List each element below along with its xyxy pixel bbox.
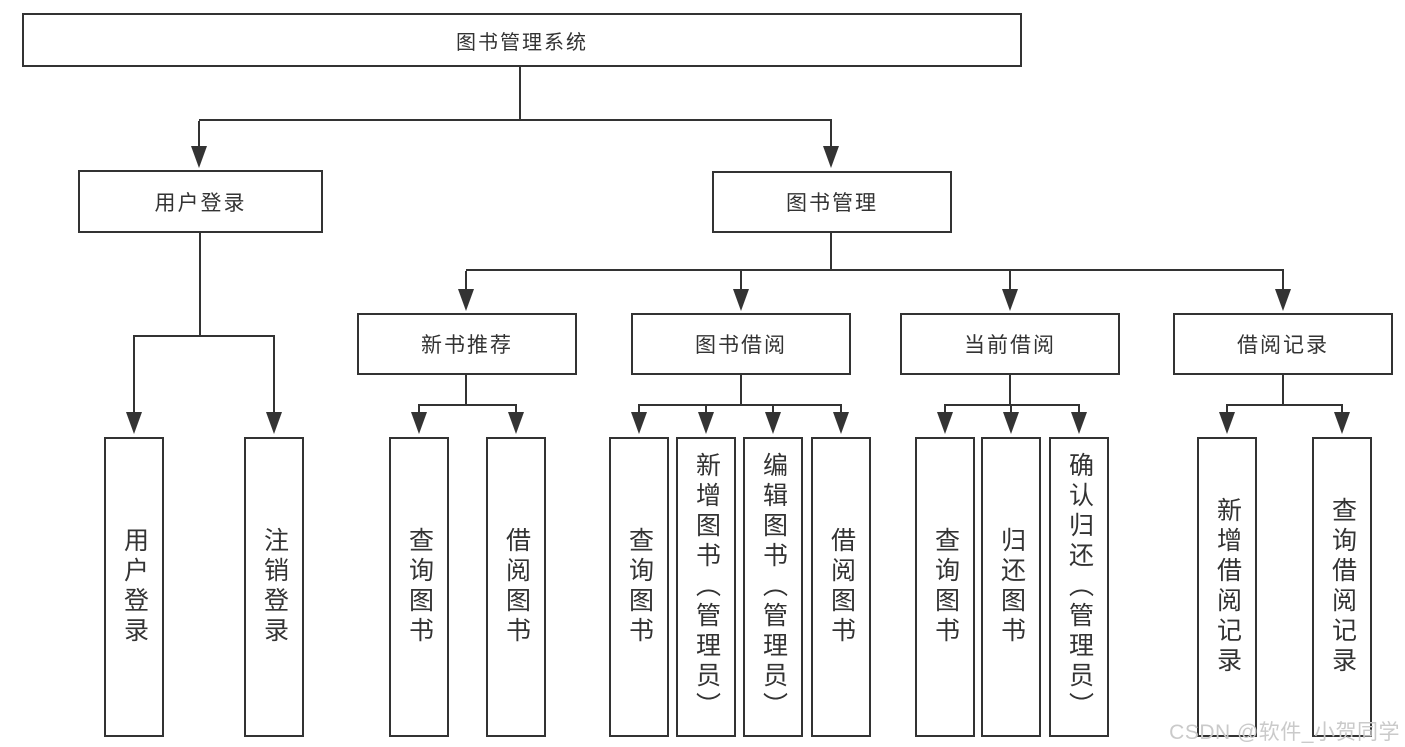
connector-stem-leaf xyxy=(1341,406,1343,414)
connector-stem-leaf xyxy=(515,406,517,414)
leaf-edit-books-admin-label: 编辑图书（管理员） xyxy=(759,452,788,722)
connector-stem-leaf xyxy=(418,406,420,414)
leaf-logout: 注销登录 xyxy=(244,437,304,737)
arrow-down-icon xyxy=(631,412,647,434)
arrow-down-icon xyxy=(1003,412,1019,434)
leaf-edit-books-admin: 编辑图书（管理员） xyxy=(743,437,803,737)
leaf-return-books: 归还图书 xyxy=(981,437,1041,737)
leaf-add-books-admin-label: 新增图书（管理员） xyxy=(692,452,721,722)
arrow-down-icon xyxy=(937,412,953,434)
arrow-down-icon xyxy=(1275,289,1291,311)
connector-stem-user-login xyxy=(198,121,200,148)
connector-stem-leaf xyxy=(1078,406,1080,414)
node-current-borrow: 当前借阅 xyxy=(900,313,1120,375)
connector-stem-leaf xyxy=(944,406,946,414)
connector-borrow-records-split xyxy=(1226,404,1343,406)
connector-book-borrow-split xyxy=(638,404,842,406)
connector-current-borrow-drop xyxy=(1009,375,1011,406)
arrow-down-icon xyxy=(411,412,427,434)
leaf-add-borrow-record-label: 新增借阅记录 xyxy=(1213,497,1242,677)
arrow-down-icon xyxy=(1334,412,1350,434)
connector-root-drop xyxy=(519,67,521,121)
arrow-down-icon xyxy=(191,146,207,168)
leaf-logout-label: 注销登录 xyxy=(260,527,289,647)
leaf-query-books-borrow-label: 查询图书 xyxy=(625,527,654,647)
connector-current-borrow-split xyxy=(944,404,1080,406)
connector-stem-leaf-user-login xyxy=(133,337,135,414)
connector-stem-book-borrow xyxy=(740,271,742,291)
arrow-down-icon xyxy=(823,146,839,168)
connector-login-drop xyxy=(199,233,201,336)
connector-stem-leaf xyxy=(840,406,842,414)
connector-management-drop xyxy=(830,233,832,271)
connector-book-borrow-drop xyxy=(740,375,742,406)
leaf-borrow-books-recommend-label: 借阅图书 xyxy=(502,527,531,647)
connector-stem-book-management xyxy=(830,121,832,148)
arrow-down-icon xyxy=(266,412,282,434)
connector-root-split xyxy=(199,119,832,121)
node-borrow-records: 借阅记录 xyxy=(1173,313,1393,375)
leaf-query-books-borrow: 查询图书 xyxy=(609,437,669,737)
arrow-down-icon xyxy=(508,412,524,434)
arrow-down-icon xyxy=(833,412,849,434)
arrow-down-icon xyxy=(1002,289,1018,311)
connector-stem-leaf xyxy=(1226,406,1228,414)
node-book-borrow: 图书借阅 xyxy=(631,313,851,375)
connector-stem-borrow-records xyxy=(1282,271,1284,291)
connector-stem-new-book xyxy=(465,271,467,291)
connector-management-split xyxy=(466,269,1284,271)
connector-stem-leaf-logout xyxy=(273,337,275,414)
arrow-down-icon xyxy=(733,289,749,311)
arrow-down-icon xyxy=(765,412,781,434)
leaf-return-books-label: 归还图书 xyxy=(997,527,1026,647)
node-book-management: 图书管理 xyxy=(712,171,952,233)
connector-borrow-records-drop xyxy=(1282,375,1284,406)
leaf-confirm-return-admin-label: 确认归还（管理员） xyxy=(1065,452,1094,722)
leaf-query-books-current: 查询图书 xyxy=(915,437,975,737)
leaf-confirm-return-admin: 确认归还（管理员） xyxy=(1049,437,1109,737)
leaf-user-login: 用户登录 xyxy=(104,437,164,737)
csdn-watermark: CSDN @软件_小贺同学 xyxy=(1169,721,1400,744)
leaf-add-books-admin: 新增图书（管理员） xyxy=(676,437,736,737)
connector-new-book-drop xyxy=(465,375,467,406)
connector-stem-leaf xyxy=(705,406,707,414)
connector-login-split xyxy=(133,335,275,337)
leaf-borrow-books-recommend: 借阅图书 xyxy=(486,437,546,737)
arrow-down-icon xyxy=(1071,412,1087,434)
arrow-down-icon xyxy=(458,289,474,311)
leaf-add-borrow-record: 新增借阅记录 xyxy=(1197,437,1257,737)
leaf-borrow-books: 借阅图书 xyxy=(811,437,871,737)
leaf-query-borrow-record-label: 查询借阅记录 xyxy=(1328,497,1357,677)
leaf-query-books-recommend: 查询图书 xyxy=(389,437,449,737)
arrow-down-icon xyxy=(1219,412,1235,434)
connector-stem-current-borrow xyxy=(1009,271,1011,291)
arrow-down-icon xyxy=(698,412,714,434)
node-user-login: 用户登录 xyxy=(78,170,323,233)
leaf-user-login-label: 用户登录 xyxy=(120,527,149,647)
node-library-management-system: 图书管理系统 xyxy=(22,13,1022,67)
connector-stem-leaf xyxy=(638,406,640,414)
connector-stem-leaf xyxy=(1010,406,1012,414)
leaf-borrow-books-label: 借阅图书 xyxy=(827,527,856,647)
leaf-query-books-current-label: 查询图书 xyxy=(931,527,960,647)
connector-stem-leaf xyxy=(772,406,774,414)
leaf-query-books-recommend-label: 查询图书 xyxy=(405,527,434,647)
connector-new-book-split xyxy=(418,404,517,406)
leaf-query-borrow-record: 查询借阅记录 xyxy=(1312,437,1372,737)
node-new-book-recommend: 新书推荐 xyxy=(357,313,577,375)
arrow-down-icon xyxy=(126,412,142,434)
